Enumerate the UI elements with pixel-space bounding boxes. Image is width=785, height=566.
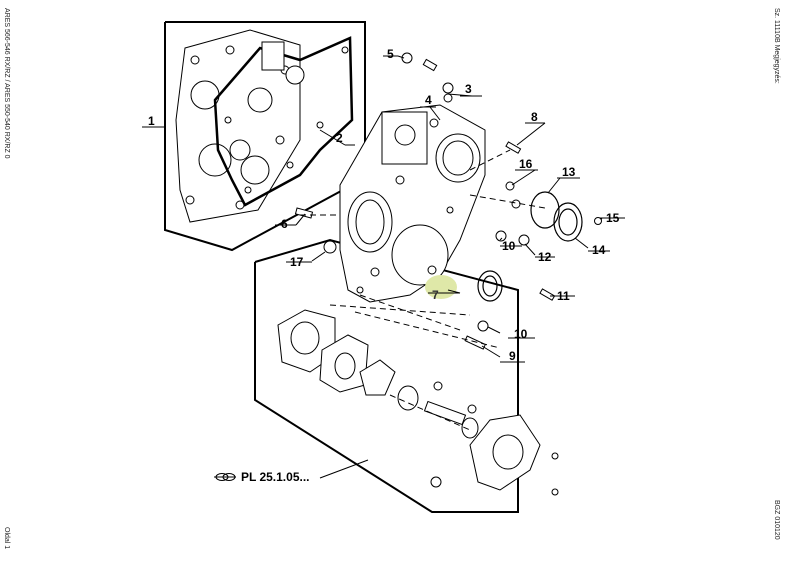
callout-1: 1: [148, 114, 155, 128]
reference-link[interactable]: PL 25.1.05...: [214, 470, 310, 484]
seal-ring: [477, 270, 503, 302]
water-pump-parts: [277, 309, 559, 496]
callout-underlines: [142, 55, 625, 363]
side-text-left-bottom: Oldal 1: [3, 527, 10, 550]
callout-6: 6: [281, 217, 288, 231]
gasket-2-holes: [224, 41, 349, 194]
side-text-left-top: ARES 566-546 RX/RZ / ARES 550-540 RX/RZ …: [3, 8, 10, 159]
callout-16: 16: [519, 157, 533, 171]
alignment-lines: [300, 149, 546, 431]
callout-4: 4: [425, 93, 432, 107]
callout-8: 8: [531, 110, 538, 124]
callout-5: 5: [387, 47, 394, 61]
callout-14: 14: [592, 243, 606, 257]
callout-10b: 10: [514, 327, 528, 341]
reference-arrow-icon: [214, 473, 236, 481]
callout-15: 15: [606, 211, 620, 225]
callout-10a: 10: [502, 239, 516, 253]
o-rings: [530, 191, 583, 242]
box-lower: [254, 238, 519, 513]
callout-3: 3: [465, 82, 472, 96]
callout-11: 11: [557, 289, 570, 303]
callout-2: 2: [336, 131, 343, 145]
gasket-2: [213, 36, 354, 207]
fasteners: [294, 52, 602, 350]
callout-9: 9: [509, 349, 516, 363]
side-text-right-top: Sz. 11110B Megjegyzés:: [773, 8, 780, 84]
callout-7: 7: [432, 288, 439, 302]
callout-12: 12: [538, 250, 552, 264]
callout-17: 17: [290, 255, 304, 269]
seal-7-highlight: [425, 275, 457, 299]
timing-cover: [339, 104, 486, 303]
callout-13: 13: [562, 165, 576, 179]
side-text-right-bottom: BGZ 010120: [773, 500, 780, 540]
reference-label[interactable]: PL 25.1.05...: [241, 470, 310, 484]
